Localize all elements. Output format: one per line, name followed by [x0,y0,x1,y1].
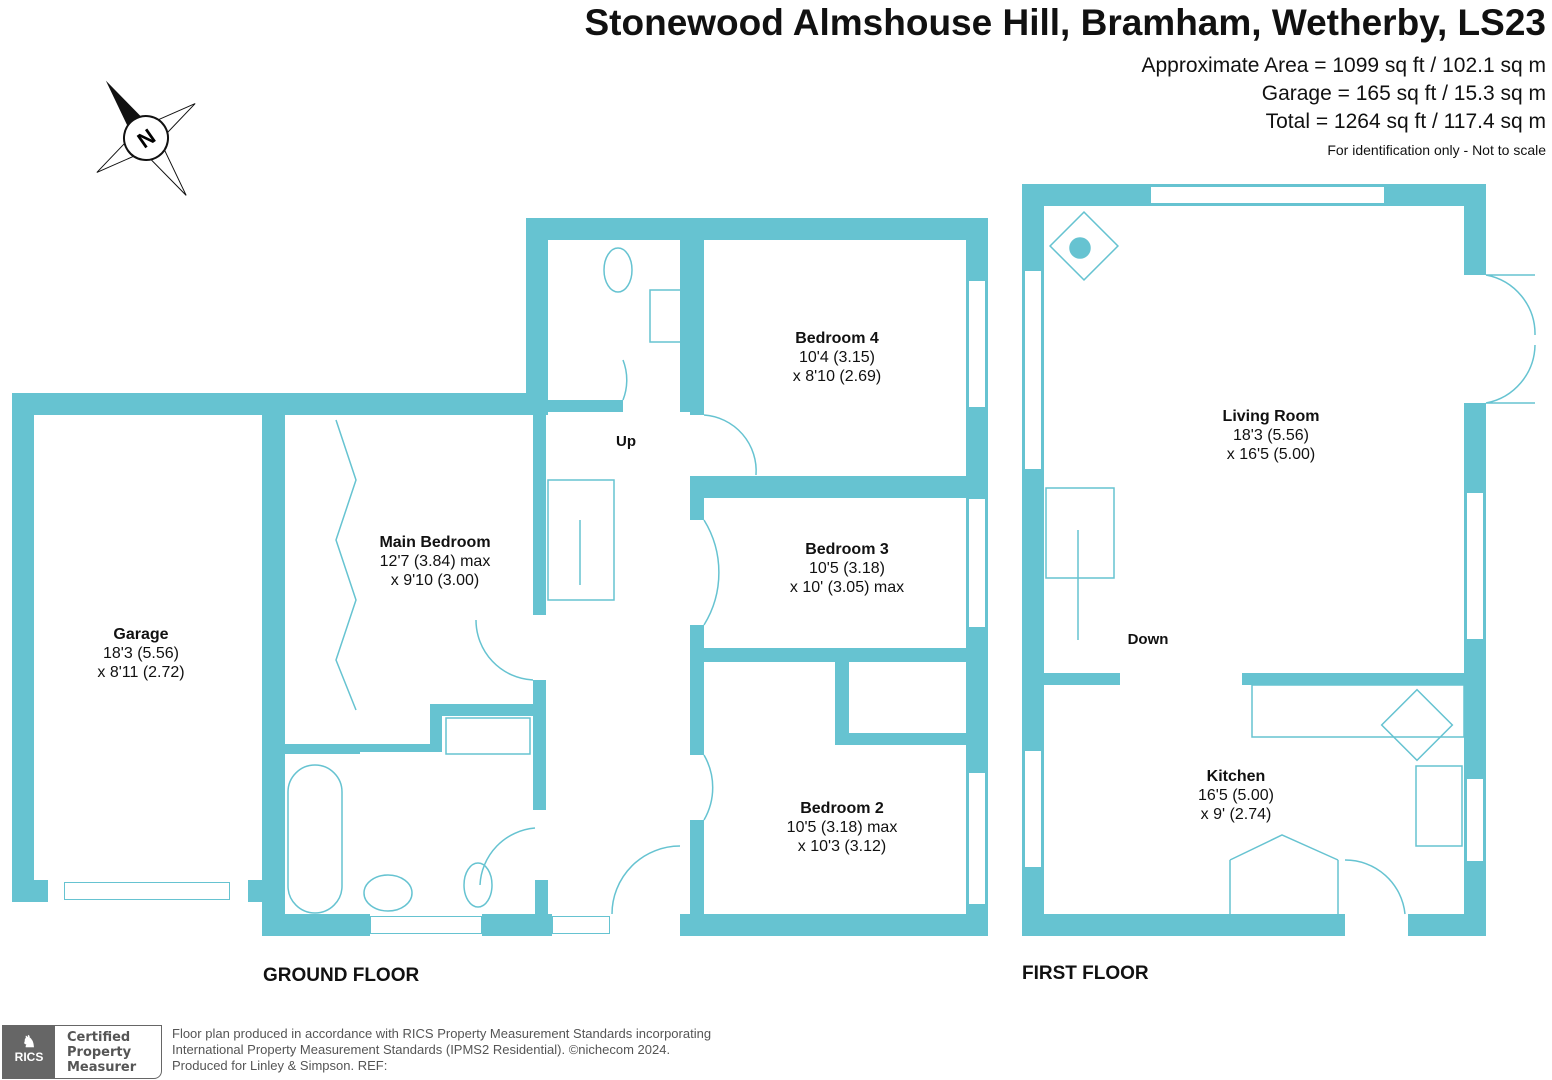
footer-text: Floor plan produced in accordance with R… [172,1026,712,1073]
compass-icon: N [96,80,196,196]
approximate-area: Approximate Area = 1099 sq ft / 102.1 sq… [1141,54,1547,77]
ground-floor-label: GROUND FLOOR [263,965,420,986]
rics-logo: ♞RICS [3,1026,55,1078]
garage-area: Garage = 165 sq ft / 15.3 sq m [1261,82,1546,105]
scale-note: For identification only - Not to scale [1327,142,1546,158]
stairs-up-label: Up [616,433,636,450]
first-floor-label: FIRST FLOOR [1022,963,1149,984]
stairs-down-label: Down [1127,631,1169,648]
property-title: Stonewood Almshouse Hill, Bramham, Wethe… [584,2,1547,43]
total-area: Total = 1264 sq ft / 117.4 sq m [1265,110,1546,133]
